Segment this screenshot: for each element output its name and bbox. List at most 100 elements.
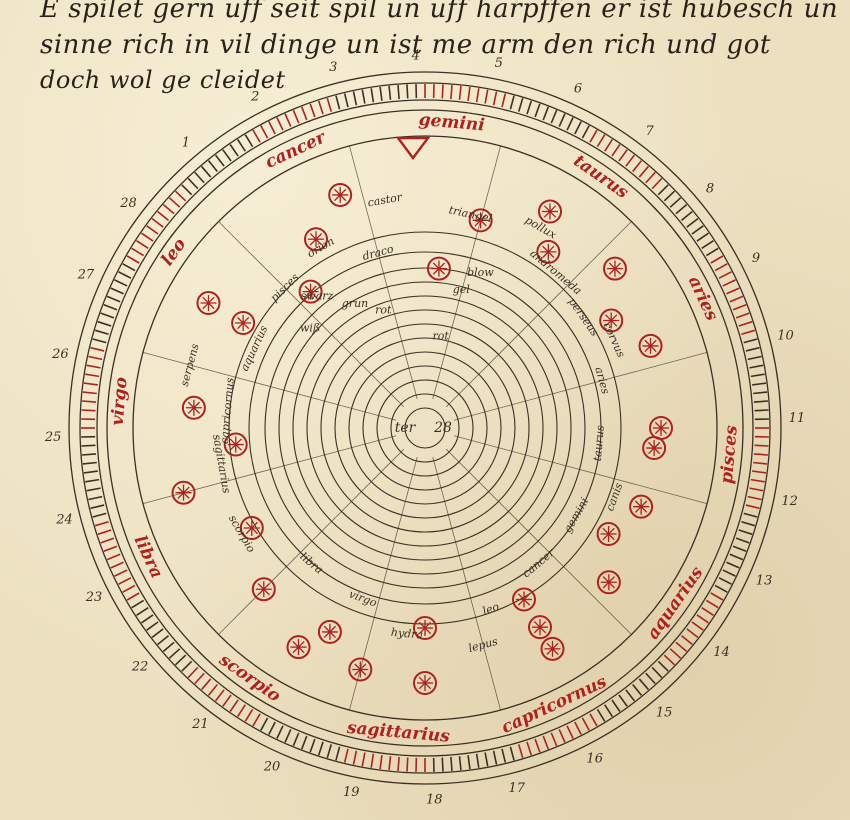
star-spoke xyxy=(543,205,557,218)
constellation-label: leo xyxy=(481,600,501,618)
manuscript-text-line-1: E spilet gern uff seit spil un uff harpf… xyxy=(40,0,839,24)
band-tick xyxy=(260,717,269,731)
band-tick xyxy=(475,753,480,768)
zodiac-ring-label: pisces xyxy=(717,424,742,485)
triangle-marker xyxy=(395,136,431,160)
band-tick xyxy=(501,748,507,763)
band-tick xyxy=(714,584,728,593)
band-tick xyxy=(753,400,769,403)
band-tick xyxy=(168,648,181,659)
band-tick xyxy=(732,303,747,311)
band-tick xyxy=(187,177,199,190)
inner-color-label: rot xyxy=(432,329,449,342)
band-tick xyxy=(581,717,590,731)
band-tick xyxy=(151,628,164,639)
band-tick xyxy=(710,592,724,601)
band-tick xyxy=(114,279,128,287)
rim-number: 5 xyxy=(495,56,503,71)
band-tick xyxy=(589,129,598,143)
band-tick xyxy=(90,504,105,510)
band-tick xyxy=(92,338,107,344)
star-marker-13 xyxy=(602,256,627,281)
band-tick xyxy=(136,239,149,249)
band-tick xyxy=(675,203,688,215)
star-marker-23 xyxy=(599,308,624,333)
star-marker-25 xyxy=(642,436,667,461)
band-tick xyxy=(686,628,699,639)
band-tick xyxy=(252,129,261,143)
band-tick xyxy=(542,735,550,750)
constellation-label: libra xyxy=(297,550,325,577)
band-tick xyxy=(722,569,736,577)
rim-number: 23 xyxy=(85,590,103,605)
constellation-label: lepus xyxy=(467,635,499,655)
band-tick xyxy=(566,117,574,131)
band-tick xyxy=(743,338,758,344)
band-tick xyxy=(194,672,205,685)
constellation-label: andromeda xyxy=(527,247,584,298)
band-tick xyxy=(81,400,97,403)
band-tick xyxy=(680,210,693,221)
band-tick xyxy=(675,641,688,653)
band-tick xyxy=(110,287,124,295)
band-tick xyxy=(735,537,750,544)
band-tick xyxy=(741,329,756,336)
band-tick xyxy=(300,735,308,750)
band-tick xyxy=(83,382,98,386)
rim-number: 10 xyxy=(777,329,794,344)
band-tick xyxy=(753,391,768,395)
outer-ring-1 xyxy=(132,135,718,721)
band-tick xyxy=(604,139,614,152)
band-tick xyxy=(151,217,164,228)
star-spoke xyxy=(602,576,615,589)
star-spoke xyxy=(309,233,323,246)
inner-color-label: swarz xyxy=(301,289,334,302)
band-tick xyxy=(110,561,124,569)
band-tick xyxy=(492,750,498,765)
constellation-label: hydra xyxy=(390,626,423,642)
band-tick xyxy=(596,134,606,148)
band-tick xyxy=(82,391,97,395)
star-spoke xyxy=(608,262,622,275)
constellation-label: scorpio xyxy=(226,513,258,555)
band-tick xyxy=(81,409,96,412)
band-tick xyxy=(705,599,719,609)
rim-number: 1 xyxy=(182,136,190,151)
star-spoke xyxy=(418,621,432,635)
inner-ring-8 xyxy=(306,309,544,547)
band-tick xyxy=(726,287,740,295)
band-tick xyxy=(611,699,621,712)
band-tick xyxy=(292,109,300,124)
star-marker-14 xyxy=(638,333,663,358)
zodiac-ring-label: capricornus xyxy=(498,672,610,738)
band-tick xyxy=(752,382,767,386)
star-spoke xyxy=(654,421,668,435)
band-tick xyxy=(501,93,507,108)
band-tick xyxy=(122,584,136,593)
band-tick xyxy=(747,355,762,361)
band-tick xyxy=(669,197,682,208)
band-tick xyxy=(581,125,590,139)
star-marker-6 xyxy=(512,587,536,612)
star-spoke xyxy=(245,521,258,535)
inner-ring-1 xyxy=(404,407,446,449)
rim-number: 13 xyxy=(756,573,773,588)
band-tick xyxy=(268,121,276,135)
band-tick xyxy=(229,699,239,712)
band-tick xyxy=(714,263,728,272)
band-tick xyxy=(729,295,744,303)
band-tick xyxy=(97,529,112,536)
band-tick xyxy=(236,704,246,717)
band-tick xyxy=(441,84,444,99)
band-tick xyxy=(388,85,392,100)
band-tick xyxy=(729,553,744,561)
star-marker-1 xyxy=(413,671,437,695)
star-marker-2 xyxy=(286,635,311,660)
band-tick xyxy=(379,755,383,770)
band-tick xyxy=(181,660,193,672)
band-tick xyxy=(517,97,524,112)
band-tick xyxy=(458,756,462,771)
band-tick xyxy=(268,721,276,735)
band-tick xyxy=(732,545,747,553)
band-tick xyxy=(696,232,709,242)
